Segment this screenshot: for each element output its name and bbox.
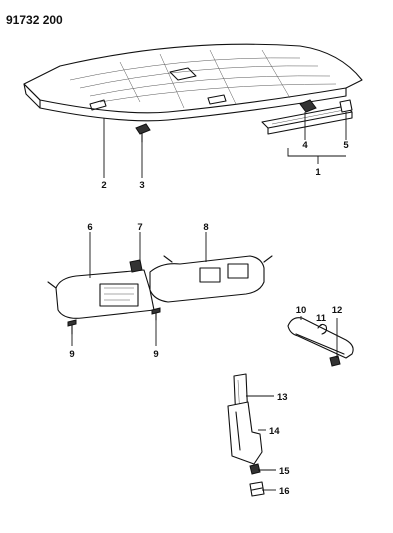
visor-holder-part-7 (129, 259, 143, 273)
callout-12: 12 (332, 305, 343, 316)
callout-2: 2 (101, 180, 106, 191)
callout-16: 16 (279, 486, 290, 497)
callout-6: 6 (87, 222, 92, 233)
sun-visor-left (47, 269, 155, 319)
pillar-trim-lower (227, 401, 263, 465)
callout-4: 4 (302, 140, 308, 151)
callout-10: 10 (296, 305, 307, 316)
callout-11: 11 (316, 313, 327, 324)
clip-part-3 (135, 123, 151, 143)
callout-13: 13 (277, 392, 288, 403)
callout-labels: 1 2 3 4 5 6 7 8 9 9 10 11 12 13 14 15 16 (69, 140, 349, 497)
callout-9-right: 9 (153, 349, 158, 360)
clip-part-16 (249, 481, 265, 497)
callout-9-left: 9 (69, 349, 74, 360)
callout-1: 1 (315, 167, 321, 178)
callout-8: 8 (203, 222, 208, 233)
assist-bar-part (261, 99, 353, 135)
callout-5: 5 (343, 140, 349, 151)
diagram-id: 91732 200 (6, 13, 63, 27)
callout-14: 14 (269, 426, 280, 437)
callout-3: 3 (139, 180, 144, 191)
clip-part-15 (249, 463, 261, 475)
callout-7: 7 (137, 222, 142, 233)
callout-15: 15 (279, 466, 290, 477)
screw-part-9-left (67, 319, 77, 335)
leader-lines (71, 112, 347, 491)
screw-part-9-right (151, 307, 161, 321)
sun-visor-right (149, 255, 273, 303)
